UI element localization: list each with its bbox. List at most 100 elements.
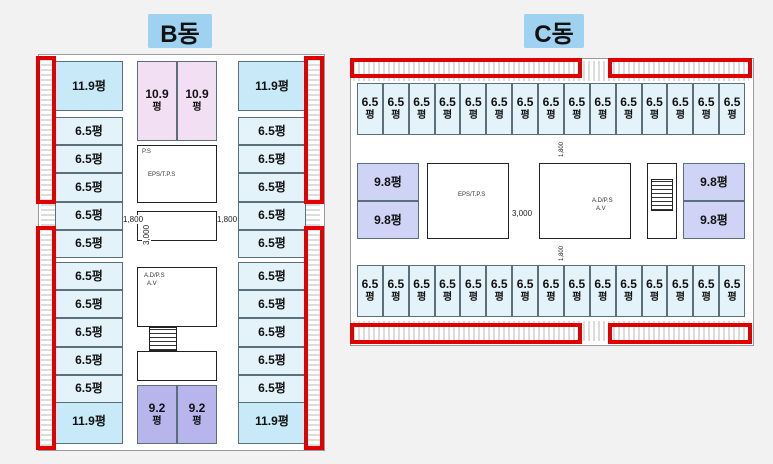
b-core-middle: A.D/P.S A.V bbox=[137, 267, 217, 327]
c-unit-right-mid-1: 9.8평 bbox=[683, 163, 745, 201]
c-unit-value: 6.5 bbox=[387, 95, 405, 109]
c-unit-value: 6.5 bbox=[671, 277, 689, 291]
b-unit-left-3: 6.5평 bbox=[55, 173, 123, 202]
c-unit-suffix: 평 bbox=[365, 292, 375, 303]
c-stair bbox=[651, 179, 673, 211]
c-dim-center: 3,000 bbox=[512, 209, 533, 218]
c-unit-value: 6.5 bbox=[671, 95, 689, 109]
b-highlight-left-top bbox=[36, 56, 56, 204]
b-dim-vertical: 3,000 bbox=[142, 224, 151, 245]
c-unit-value: 6.5 bbox=[723, 277, 741, 291]
c-unit-value: 6.5 bbox=[413, 277, 430, 291]
b-unit-right-8: 6.5평 bbox=[238, 318, 306, 347]
b-unit-left-5: 6.5평 bbox=[55, 229, 123, 258]
c-unit-value: 6.5 bbox=[697, 277, 715, 291]
b-unit-left-7: 6.5평 bbox=[55, 290, 123, 319]
c-unit-suffix: 평 bbox=[468, 110, 478, 121]
b-unit-right-2: 6.5평 bbox=[238, 145, 306, 174]
b-unit-label: 6.5평 bbox=[75, 296, 103, 311]
b-unit-label: 6.5평 bbox=[258, 381, 286, 396]
b-unit-label: 6.5평 bbox=[75, 324, 103, 339]
c-unit-suffix: 평 bbox=[649, 110, 660, 121]
c-dim-bottom: 1,800 bbox=[559, 245, 565, 261]
b-unit-right-1: 6.5평 bbox=[238, 117, 306, 146]
c-unit-value: 6.5 bbox=[594, 277, 612, 291]
c-unit-suffix: 평 bbox=[520, 292, 530, 303]
b-unit-right-4: 6.5평 bbox=[238, 201, 306, 230]
c-unit-right-mid-2: 9.8평 bbox=[683, 201, 745, 239]
c-highlight-top-right bbox=[608, 58, 752, 78]
b-unit-label: 6.5평 bbox=[258, 179, 286, 194]
c-unit-suffix: 평 bbox=[701, 110, 711, 121]
b-unit-label: 6.5평 bbox=[258, 123, 286, 138]
c-unit-suffix: 평 bbox=[494, 292, 504, 303]
c-unit-suffix: 평 bbox=[417, 110, 427, 121]
c-unit-value: 6.5 bbox=[723, 95, 741, 109]
b-stair bbox=[149, 327, 177, 351]
b-unit-label: 6.5평 bbox=[75, 381, 103, 396]
c-unit-suffix: 평 bbox=[365, 110, 375, 121]
c-unit-value: 6.5 bbox=[594, 95, 612, 109]
c-unit-suffix: 평 bbox=[572, 292, 582, 303]
c-unit-value: 6.5 bbox=[516, 95, 534, 109]
b-unit-label: 6.5평 bbox=[75, 236, 103, 251]
c-unit-value: 6.5 bbox=[542, 95, 560, 109]
c-unit-value: 6.5 bbox=[361, 277, 379, 291]
b-unit-right-5: 6.5평 bbox=[238, 229, 306, 258]
c-unit-suffix: 평 bbox=[391, 292, 401, 303]
c-dim-top: 1,800 bbox=[559, 141, 565, 157]
b-core-upper: P.S EPS/T.P.S bbox=[137, 145, 217, 203]
c-unit-suffix: 평 bbox=[442, 110, 453, 121]
b-dim-left: 1,800 bbox=[123, 215, 144, 224]
b-unit-label: 6.5평 bbox=[258, 296, 286, 311]
b-unit-right-7: 6.5평 bbox=[238, 290, 306, 319]
c-building-title: C동 bbox=[524, 14, 584, 48]
b-unit-label: 6.5평 bbox=[258, 151, 286, 166]
c-unit-value: 6.5 bbox=[439, 95, 456, 109]
c-unit-suffix: 평 bbox=[675, 292, 685, 303]
c-unit-suffix: 평 bbox=[727, 110, 737, 121]
b-unit-label: 6.5평 bbox=[75, 208, 103, 223]
c-unit-value: 6.5 bbox=[646, 277, 663, 291]
b-unit-left-9: 6.5평 bbox=[55, 346, 123, 375]
c-unit-suffix: 평 bbox=[468, 292, 478, 303]
b-unit-left-1: 6.5평 bbox=[55, 117, 123, 146]
c-unit-value: 6.5 bbox=[542, 277, 560, 291]
c-unit-value: 6.5 bbox=[439, 277, 456, 291]
b-unit-label: 6.5평 bbox=[75, 353, 103, 368]
b-building-title: B동 bbox=[148, 14, 212, 48]
c-unit-suffix: 평 bbox=[494, 110, 504, 121]
c-unit-suffix: 평 bbox=[442, 292, 453, 303]
c-unit-value: 6.5 bbox=[620, 95, 637, 109]
c-unit-suffix: 평 bbox=[675, 110, 685, 121]
c-unit-value: 6.5 bbox=[361, 95, 379, 109]
